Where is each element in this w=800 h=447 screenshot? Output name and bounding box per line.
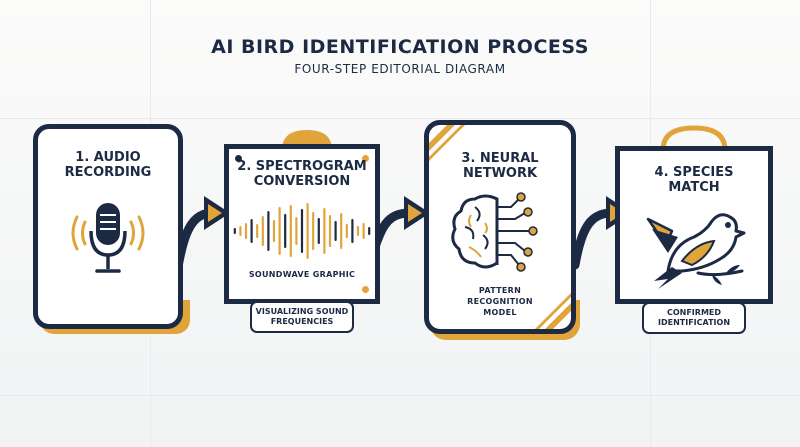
brain-circuit-icon	[451, 192, 538, 272]
soundwave-bar	[244, 223, 248, 239]
soundwave-bar	[278, 207, 281, 255]
step-2-tag-line1: VISUALIZING SOUND	[255, 307, 349, 316]
soundwave-bar	[340, 213, 343, 249]
microphone-icon	[71, 203, 145, 273]
bird-icon	[646, 213, 746, 289]
step-3-title-line1: 3. NEURAL	[461, 151, 539, 166]
soundwave-bar	[239, 226, 242, 236]
card-3-corner-stripes	[429, 125, 465, 161]
step-3-note-line3: MODEL	[483, 308, 517, 317]
step-3-title-line2: NETWORK	[462, 166, 538, 181]
soundwave-bar	[345, 224, 348, 238]
card-2-corner-dot	[235, 155, 242, 162]
card-4-gold-tab	[660, 125, 728, 150]
step-4-tag: CONFIRMED IDENTIFICATION	[642, 302, 746, 334]
soundwave-bar	[261, 216, 264, 246]
card-2-corner-dot	[362, 155, 369, 162]
arrow-accent-1	[208, 204, 222, 222]
step-card-2: 2. SPECTROGRAM CONVERSION SOUNDWAVE GRAP…	[224, 144, 380, 304]
step-2-tag-line2: FREQUENCIES	[270, 317, 334, 326]
soundwave-bar	[306, 203, 309, 259]
step-card-3: 3. NEURAL NETWORK PATTERN	[424, 120, 576, 334]
step-2-title-line1: 2. SPECTROGRAM	[237, 159, 367, 174]
step-1-title-line1: 1. AUDIO	[75, 150, 141, 165]
soundwave-bar	[233, 228, 236, 234]
step-4-tag-line1: CONFIRMED	[666, 308, 722, 317]
soundwave-bar	[295, 217, 298, 245]
soundwave-bar	[356, 226, 360, 236]
background-line	[0, 395, 800, 396]
soundwave-bar	[351, 219, 354, 243]
diagram-subtitle: FOUR-STEP EDITORIAL DIAGRAM	[294, 62, 506, 76]
card-2-corner-dot	[362, 286, 369, 293]
step-2-tag: VISUALIZING SOUND FREQUENCIES	[250, 301, 354, 333]
soundwave-bar	[272, 220, 276, 242]
step-1-title-line2: RECORDING	[64, 165, 152, 180]
soundwave-bar	[362, 223, 365, 239]
soundwave-bar	[328, 215, 332, 247]
soundwave-bar	[312, 212, 315, 250]
step-3-note-line1: PATTERN	[478, 286, 522, 295]
soundwave-bar	[317, 218, 320, 244]
step-card-1: 1. AUDIO RECORDING	[33, 124, 183, 329]
diagram-title: AI BIRD IDENTIFICATION PROCESS	[211, 36, 589, 58]
soundwave-icon	[233, 203, 371, 259]
step-4-title-line2: MATCH	[668, 180, 720, 195]
soundwave-bar	[250, 219, 253, 243]
soundwave-bar	[323, 208, 326, 254]
card-3-corner-stripes	[535, 293, 571, 329]
background-line	[0, 118, 800, 119]
step-2-title-line2: CONVERSION	[253, 174, 351, 189]
soundwave-bar	[300, 209, 304, 253]
soundwave-bar	[334, 221, 337, 241]
soundwave-bar	[284, 214, 287, 248]
step-4-title-line1: 4. SPECIES	[654, 165, 734, 180]
soundwave-bar	[289, 205, 292, 257]
soundwave-bar	[267, 211, 270, 251]
soundwave-bar	[256, 224, 259, 238]
step-4-tag-line2: IDENTIFICATION	[657, 318, 731, 327]
soundwave-bar	[368, 227, 371, 235]
arrow-accent-2	[408, 204, 422, 222]
step-card-4: 4. SPECIES MATCH	[615, 146, 773, 304]
step-3-note-line2: RECOGNITION	[467, 297, 533, 306]
step-2-note: SOUNDWAVE GRAPHIC	[248, 270, 356, 279]
